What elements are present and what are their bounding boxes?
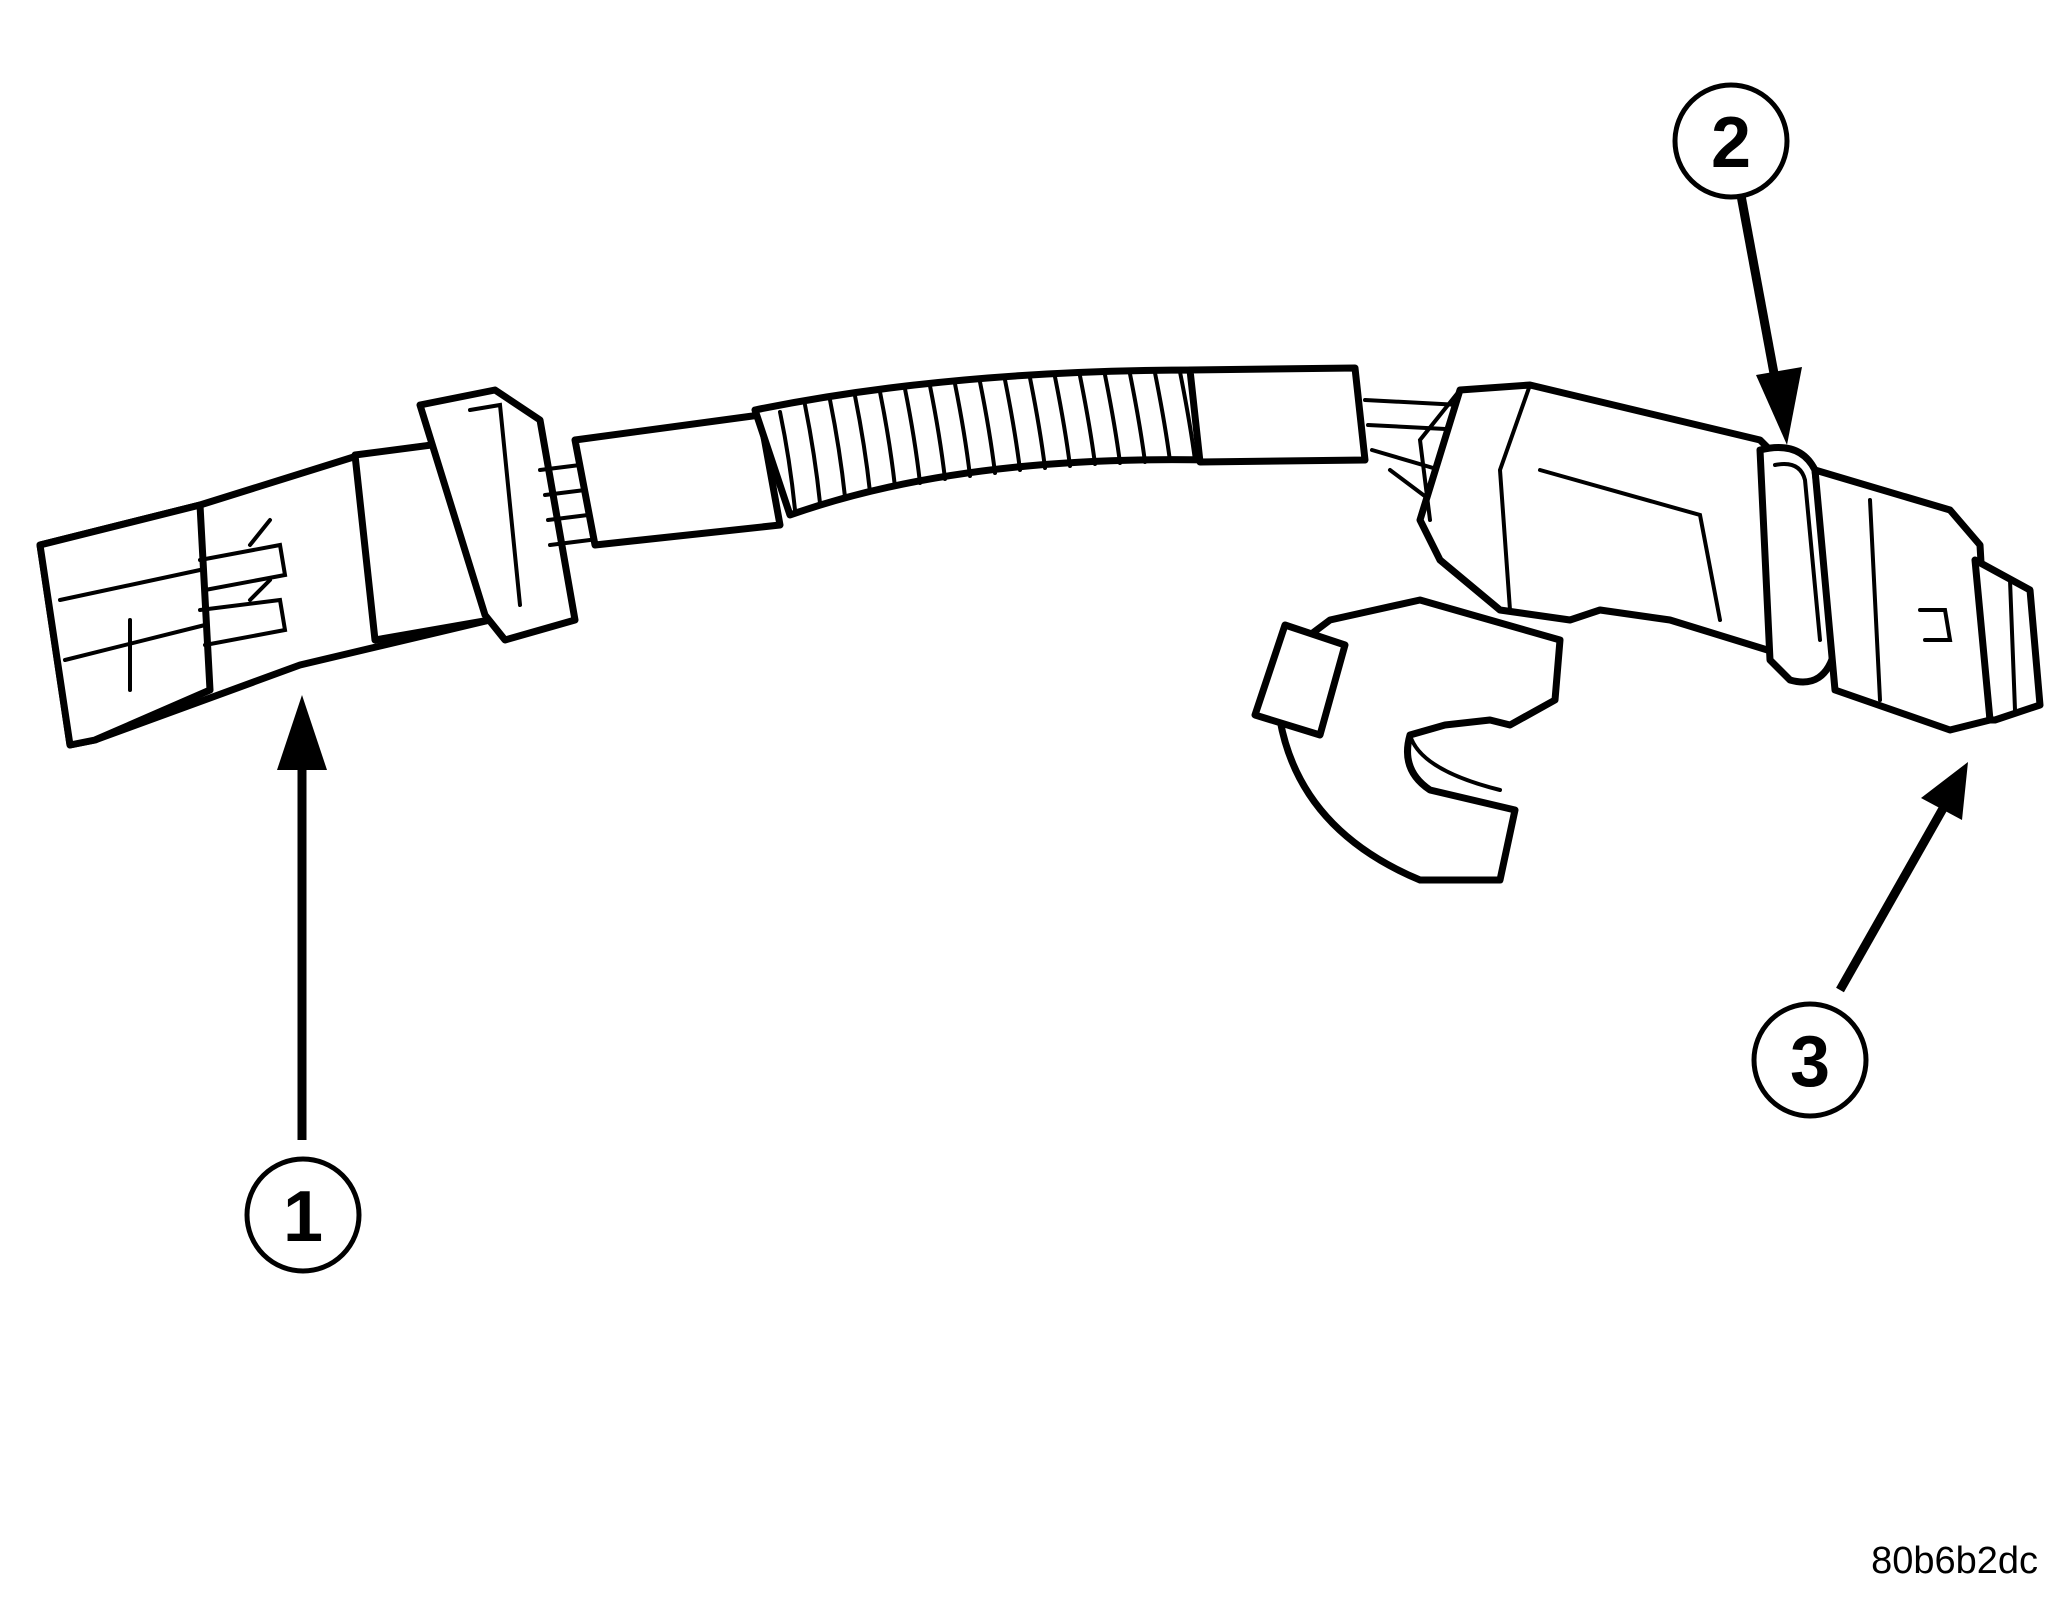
- arrow-3-line: [1836, 802, 1949, 993]
- callout-1: 1: [244, 1156, 362, 1274]
- arrow-2-head: [1756, 367, 1802, 445]
- arrow-1-head: [277, 695, 327, 770]
- sensor-body: [1251, 381, 2044, 884]
- callout-2-number: 2: [1711, 103, 1751, 183]
- figure-id-label: 80b6b2dc: [1871, 1540, 2038, 1582]
- arrow-2-line: [1735, 189, 1783, 396]
- wiring-conduit: [571, 364, 1467, 549]
- callout-1-number: 1: [283, 1177, 323, 1257]
- left-electrical-connector: [36, 386, 592, 749]
- callout-arrows: [277, 189, 1968, 1140]
- callout-2: 2: [1672, 82, 1790, 200]
- arrow-3-head: [1921, 762, 1968, 820]
- callout-3: 3: [1751, 1001, 1869, 1119]
- callout-3-number: 3: [1790, 1022, 1830, 1102]
